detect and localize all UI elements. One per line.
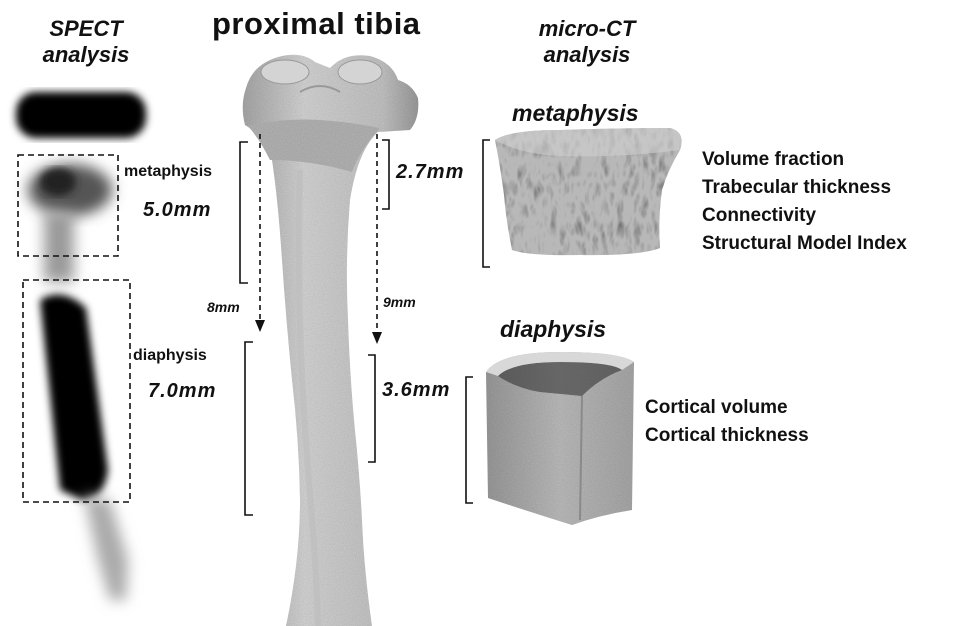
spect-diaphysis-bracket (245, 342, 253, 515)
spect-header-line1: SPECT (28, 16, 144, 42)
metric-cortical-thickness: Cortical thickness (645, 422, 809, 450)
tibia-condyle-right (338, 60, 382, 84)
metaphysis-sample-bracket (483, 140, 490, 267)
left-arrow-head (255, 320, 265, 332)
diaphysis-sample (486, 352, 634, 525)
metric-connectivity: Connectivity (702, 202, 907, 230)
spect-analysis-header: SPECT analysis (28, 16, 144, 68)
microct-header-line2: analysis (520, 42, 654, 68)
metaphysis-title: metaphysis (512, 102, 639, 125)
tibia-rendering (243, 55, 419, 626)
spect-diaphysis-label: diaphysis (133, 348, 207, 364)
spect-diaphysis-signal (40, 295, 108, 500)
diaphysis-title: diaphysis (500, 318, 606, 341)
left-offset-label: 8mm (207, 300, 240, 314)
diaphysis-metrics-list: Cortical volume Cortical thickness (645, 394, 809, 450)
tibia-condyle-left (261, 60, 309, 84)
microct-diaphysis-bracket (368, 355, 375, 462)
microct-diaphysis-length: 3.6mm (382, 380, 450, 400)
right-arrow-head (372, 332, 382, 344)
metric-cortical-volume: Cortical volume (645, 394, 809, 422)
microct-metaphysis-bracket (382, 140, 389, 209)
spect-diaphysis-length: 7.0mm (148, 381, 216, 401)
metric-trabecular-thickness: Trabecular thickness (702, 174, 907, 202)
metric-volume-fraction: Volume fraction (702, 146, 907, 174)
right-offset-label: 9mm (383, 295, 416, 309)
microct-metaphysis-length: 2.7mm (396, 162, 464, 182)
diaphysis-sample-bracket (466, 377, 473, 503)
spect-metaphysis-length: 5.0mm (143, 200, 211, 220)
figure-title: proximal tibia (212, 8, 421, 39)
spect-metaphysis-label: metaphysis (124, 164, 212, 180)
microct-header-line1: micro-CT (520, 16, 654, 42)
spect-growth-plate-signal (16, 92, 146, 138)
metaphysis-sample (495, 128, 682, 255)
microct-analysis-header: micro-CT analysis (520, 16, 654, 68)
spect-header-line2: analysis (28, 42, 144, 68)
spect-metaphysis-bracket (240, 142, 248, 283)
metric-structural-model-index: Structural Model Index (702, 230, 907, 258)
metaphysis-metrics-list: Volume fraction Trabecular thickness Con… (702, 146, 907, 258)
